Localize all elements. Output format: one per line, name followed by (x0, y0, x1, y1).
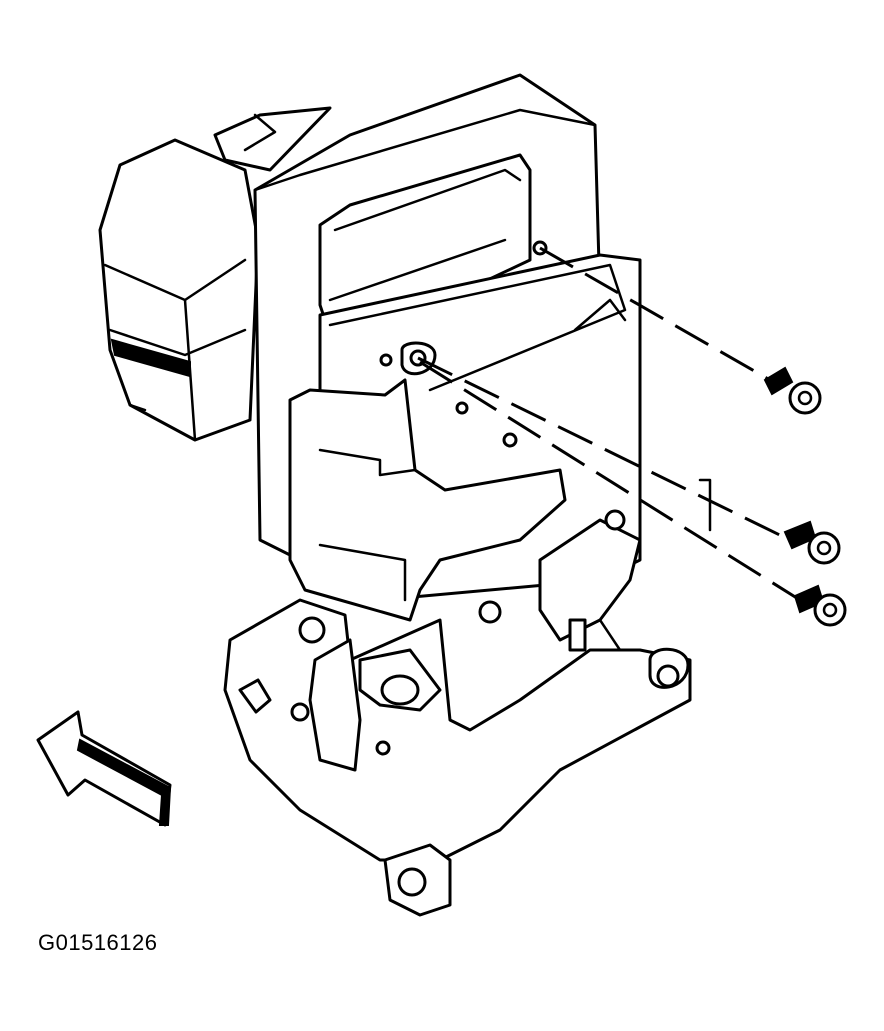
latch-lever (288, 341, 567, 622)
direction-arrow-icon (36, 710, 172, 827)
lock-motor-housing (98, 106, 332, 442)
figure-caption: G01516126 (38, 930, 158, 955)
screw-3 (793, 584, 847, 627)
pivot-tab (383, 843, 452, 917)
screw-2 (783, 520, 841, 565)
fork-bolt (238, 616, 690, 772)
screw-alignment-lines (417, 246, 801, 602)
screw-1 (763, 366, 822, 415)
